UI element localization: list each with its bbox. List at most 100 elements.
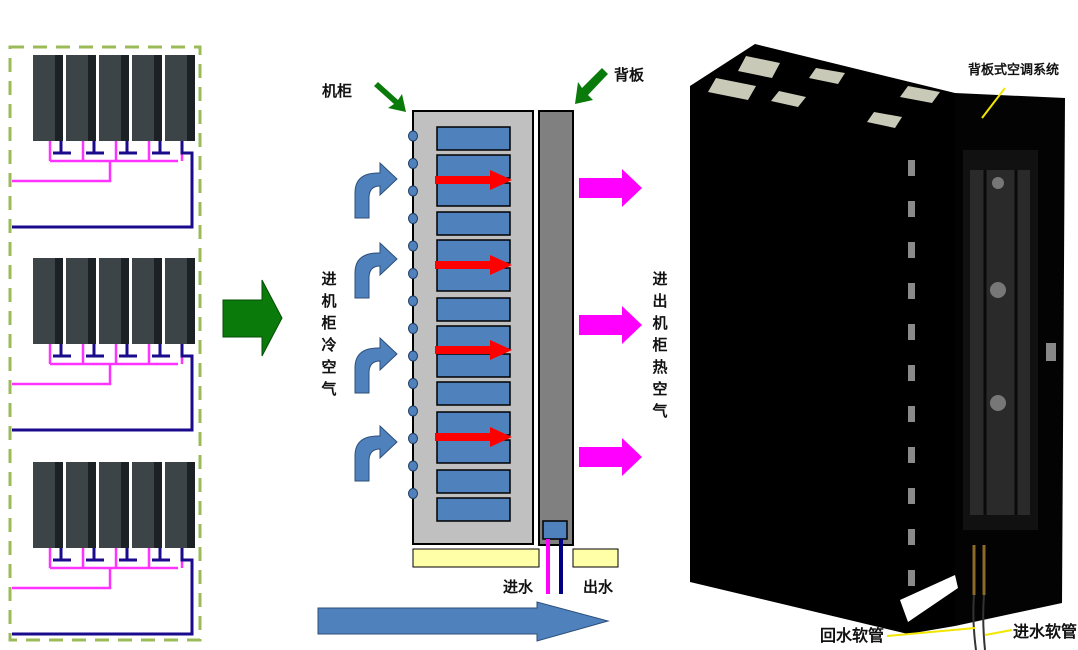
top-vent (900, 86, 940, 103)
return-stub (119, 344, 137, 358)
hinge-icon (908, 365, 915, 381)
top-vent (771, 91, 806, 107)
backplate (538, 110, 574, 546)
perforation-dot (408, 213, 418, 224)
perforation-dot (408, 185, 418, 197)
cabinet-3d-body (690, 44, 955, 634)
perforation-dot (408, 268, 418, 279)
return-stub (119, 548, 137, 562)
hinge-icon (908, 488, 915, 504)
hinge-icon (908, 570, 915, 586)
top-vent (738, 56, 780, 78)
system-label: 背板式空调系统 (968, 63, 1060, 78)
return-stub (86, 141, 104, 155)
server-rack-side (88, 462, 96, 548)
right-arrow-icon (222, 279, 283, 357)
hinge-icon (908, 406, 915, 422)
server-rack-side (187, 258, 195, 344)
return-stub (152, 548, 170, 562)
return-stub (152, 344, 170, 358)
hinge-icon (908, 529, 915, 545)
server-unit (436, 182, 511, 207)
server-rack-side (154, 258, 162, 344)
return-main (12, 548, 194, 636)
system-leader-line (981, 87, 1006, 119)
supply-hose (982, 594, 986, 650)
supply-hose-label: 进水软管 (1013, 622, 1078, 641)
cabinet-3d-render (690, 44, 1065, 650)
return-hose-leader (886, 627, 976, 637)
perforation-dot (408, 295, 418, 307)
rack-groups-panel (8, 45, 202, 642)
perforation-dot (408, 488, 418, 499)
hinge-icon (908, 201, 915, 217)
supply-main (12, 364, 112, 386)
server-rack-side (187, 55, 195, 141)
return-main (12, 141, 194, 229)
perforation-dot (408, 130, 418, 142)
hinge-icon (908, 160, 915, 176)
fan-icon (990, 395, 1006, 411)
cold-air-arrow (354, 241, 398, 299)
hinge-icon (908, 242, 915, 258)
coil-panel (970, 170, 1030, 515)
return-stub (53, 141, 71, 155)
hot-air-arrow (579, 438, 642, 476)
cold-air-label: 进机柜冷空气 (321, 270, 337, 398)
heat-arrow (435, 340, 512, 360)
top-vent (809, 68, 845, 84)
rack-group (12, 258, 195, 432)
server-rack-side (55, 55, 63, 141)
server-unit (436, 439, 511, 464)
server-unit (436, 297, 511, 322)
perforation-dot (408, 378, 418, 389)
return-stub (119, 141, 137, 155)
return-main (12, 344, 194, 432)
hinge-icon (908, 324, 915, 340)
top-vent (867, 112, 902, 128)
backplate-label: 背板 (614, 66, 645, 84)
door-handle (1046, 343, 1056, 361)
server-rack-side (88, 258, 96, 344)
return-hose (972, 594, 977, 650)
server-rack-side (121, 55, 129, 141)
floor-left (412, 548, 540, 568)
perforation-dot (408, 350, 418, 362)
cabinet-floor-gap (900, 575, 958, 622)
backplate-pointer-arrow (575, 68, 608, 104)
server-unit (436, 211, 511, 236)
server-unit (436, 381, 511, 406)
fan-icon (992, 177, 1004, 189)
top-vent (708, 78, 756, 100)
server-rack-side (55, 462, 63, 548)
hot-air-arrow (579, 169, 642, 207)
server-unit (436, 469, 511, 494)
perforation-dot (408, 405, 418, 417)
return-stub (86, 548, 104, 562)
heat-arrow (435, 170, 512, 190)
return-hose-label: 回水软管 (820, 626, 885, 645)
return-stub (152, 141, 170, 155)
server-rack-side (121, 258, 129, 344)
perforation-dot (408, 323, 418, 334)
server-unit (436, 353, 511, 378)
perforation-dot (408, 433, 418, 444)
server-rack-side (154, 462, 162, 548)
server-rack-side (55, 258, 63, 344)
rack-group (12, 462, 195, 636)
heat-arrow (435, 255, 512, 275)
hot-air-label: 进出机柜热空气 (652, 270, 668, 420)
perforation-dot (408, 158, 418, 169)
server-rack-side (121, 462, 129, 548)
cold-air-arrow (354, 161, 398, 219)
floor-right (572, 548, 619, 568)
supply-hose-leader (984, 629, 1013, 636)
heat-arrow (435, 427, 512, 447)
hinge-icon (908, 283, 915, 299)
server-rack-side (154, 55, 162, 141)
hinge-icon (908, 447, 915, 463)
return-stub (53, 548, 71, 562)
rack-group (12, 55, 195, 229)
cooling-schematic (317, 68, 642, 642)
